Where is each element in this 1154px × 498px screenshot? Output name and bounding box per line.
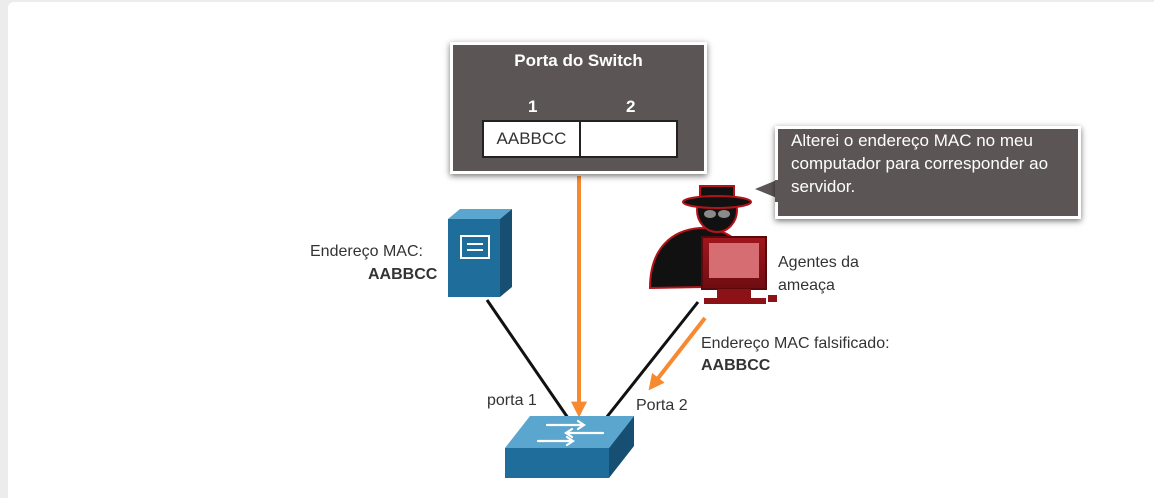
spoofed-mac-value: AABBCC: [701, 357, 771, 374]
port-2-label: Porta 2: [636, 397, 688, 414]
server-mac-label: Endereço MAC:: [310, 243, 423, 260]
port-2-header: 2: [626, 97, 636, 116]
port-2-mac-cell: [579, 122, 676, 156]
speech-bubble-joint: [775, 180, 779, 202]
server-mac-value: AABBCC: [368, 266, 438, 283]
attacker-speech-bubble: Alterei o endereço MAC no meu computador…: [775, 126, 1081, 219]
threat-actor-icon: [648, 185, 777, 304]
threat-actor-label-line1: Agentes da: [778, 254, 859, 271]
threat-actor-label-line2: ameaça: [778, 277, 835, 294]
mac-address-table: Porta do Switch 1 2 AABBCC: [450, 42, 707, 174]
server-icon: [448, 209, 512, 297]
attacker-cable: [604, 301, 700, 419]
spoofed-mac-arrow: [648, 316, 707, 391]
server-cable: [485, 299, 570, 419]
switch-icon: [505, 416, 634, 478]
port-1-label: porta 1: [487, 392, 537, 409]
mac-table-title: Porta do Switch: [514, 51, 643, 70]
port-1-mac-cell: AABBCC: [496, 129, 567, 148]
spoofed-mac-label: Endereço MAC falsificado:: [701, 335, 890, 352]
port-1-header: 1: [528, 97, 538, 116]
port-mac-row: AABBCC: [482, 120, 678, 158]
